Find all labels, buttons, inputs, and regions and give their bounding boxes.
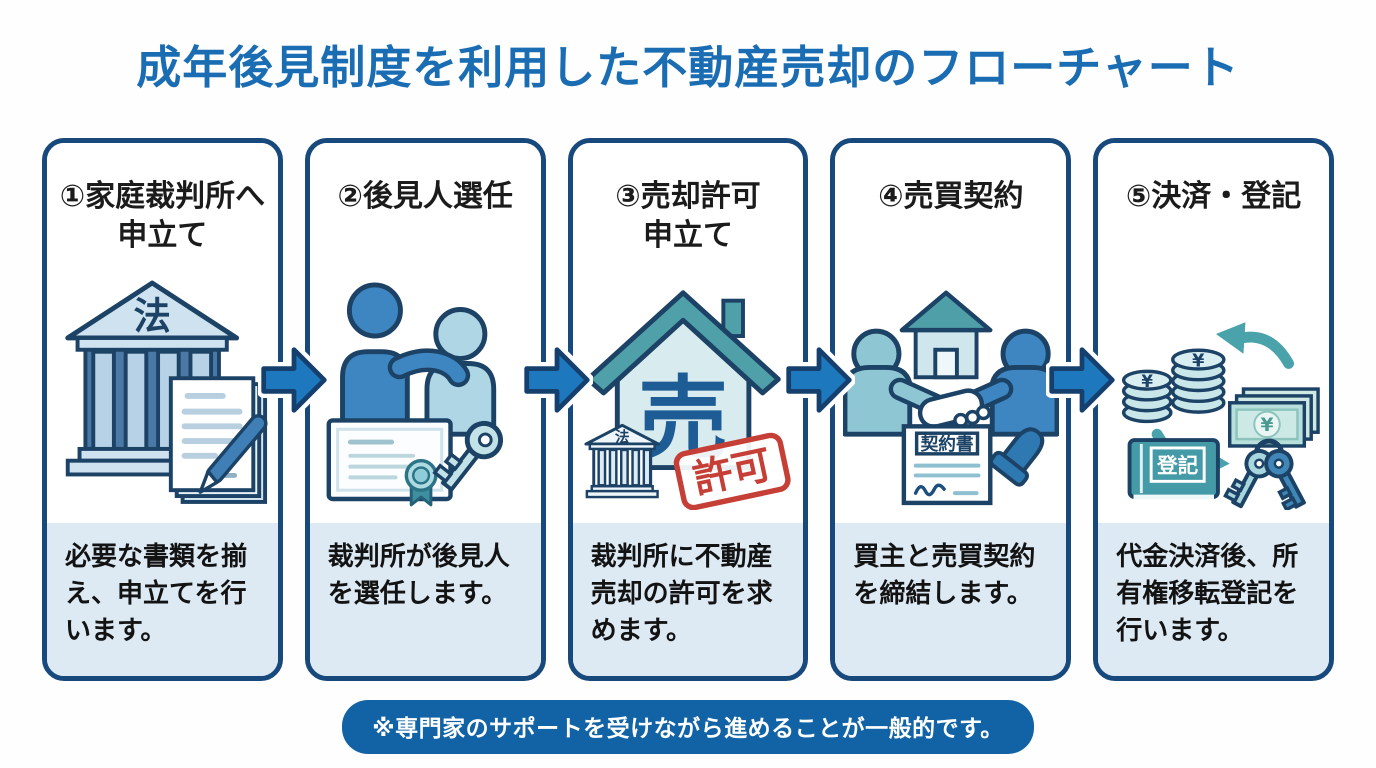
step4-description: 買主と売買契約を締結します。 bbox=[835, 522, 1067, 676]
step-card-2: ②後見人選任 bbox=[304, 137, 546, 681]
rosette-icon bbox=[404, 458, 438, 507]
step1-icon: 法 bbox=[65, 280, 268, 504]
svg-text:契約書: 契約書 bbox=[919, 433, 973, 455]
permit-stamp-icon: 許可 bbox=[673, 432, 791, 510]
flow-steps: ①家庭裁判所へ 申立て 法 bbox=[42, 137, 1334, 681]
registry-book-icon: 登記 bbox=[1127, 437, 1220, 500]
courthouse-small-icon: 法 bbox=[584, 423, 661, 499]
step-card-1: ①家庭裁判所へ 申立て 法 bbox=[42, 137, 283, 681]
guardian-people-icon bbox=[340, 282, 497, 437]
step5-icon: ¥ ¥ bbox=[1121, 322, 1320, 510]
seal-stamp-icon bbox=[988, 427, 1044, 487]
svg-text:¥: ¥ bbox=[1192, 351, 1205, 371]
svg-text:¥: ¥ bbox=[1141, 372, 1153, 391]
banknotes-icon: ¥ bbox=[1227, 387, 1320, 448]
flow-arrow-icon bbox=[783, 342, 855, 417]
step3-description: 裁判所に不動産売却の許可を求めます。 bbox=[572, 522, 804, 676]
step3-title: ③売却許可 申立て bbox=[615, 178, 761, 253]
step4-title: ④売買契約 bbox=[878, 178, 1024, 214]
step3-icon: 売 法 bbox=[584, 290, 791, 510]
buyer-seller-handshake-icon bbox=[842, 328, 1059, 437]
svg-text:法: 法 bbox=[134, 294, 171, 338]
flow-arrow-icon bbox=[1046, 342, 1118, 417]
step-card-5: ⑤決済・登記 ¥ bbox=[1093, 137, 1334, 681]
certificate-icon bbox=[326, 417, 453, 507]
step1-title: ①家庭裁判所へ 申立て bbox=[59, 178, 266, 253]
page-title: 成年後見制度を利用した不動産売却のフローチャート bbox=[136, 41, 1240, 94]
house-icon bbox=[899, 290, 993, 379]
svg-text:登記: 登記 bbox=[1156, 453, 1199, 477]
step-card-3: ③売却許可 申立て 売 bbox=[567, 137, 809, 681]
step5-description: 代金決済後、所有権移転登記を行います。 bbox=[1098, 522, 1329, 676]
step2-description: 裁判所が後見人を選任します。 bbox=[309, 522, 541, 676]
step4-icon: 契約書 bbox=[842, 290, 1059, 505]
key-icon bbox=[432, 420, 504, 492]
step2-title: ②後見人選任 bbox=[337, 178, 513, 214]
flow-arrow-icon bbox=[521, 342, 593, 417]
flow-arrow-icon bbox=[258, 342, 330, 417]
step-card-4: ④売買契約 bbox=[830, 137, 1072, 681]
step5-title: ⑤決済・登記 bbox=[1125, 178, 1302, 214]
keys-icon bbox=[1222, 438, 1306, 510]
step1-description: 必要な書類を揃え、申立てを行います。 bbox=[47, 522, 278, 676]
svg-text:¥: ¥ bbox=[1260, 415, 1273, 436]
footnote-badge: ※専門家のサポートを受けながら進めることが一般的です。 bbox=[342, 699, 1034, 754]
step2-icon bbox=[326, 282, 504, 507]
contract-document-icon: 契約書 bbox=[901, 423, 993, 505]
svg-text:法: 法 bbox=[615, 428, 630, 446]
coins-icon: ¥ ¥ bbox=[1121, 348, 1226, 423]
pen-icon bbox=[198, 413, 268, 494]
